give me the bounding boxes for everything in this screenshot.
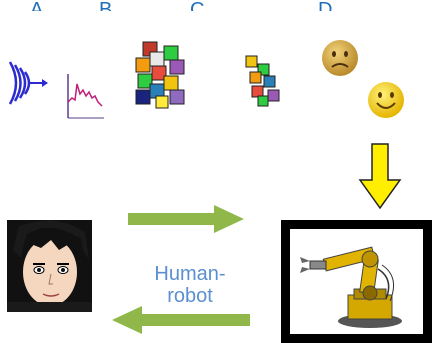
- sound-wave-icon: [6, 58, 48, 108]
- column-label-a: A: [30, 0, 44, 11]
- down-arrow: [358, 142, 402, 210]
- feature-squares-small-icon: [244, 52, 284, 108]
- sad-face-icon: [320, 38, 360, 78]
- column-label-b: B: [99, 0, 113, 11]
- column-label-c: C: [190, 0, 205, 11]
- column-label-d: D: [318, 0, 333, 11]
- arrow-right-green: [128, 205, 244, 233]
- signal-plot-icon: [64, 72, 106, 122]
- interaction-caption: Human-robot: [154, 263, 226, 303]
- feature-squares-large-icon: [130, 38, 190, 110]
- human-face-icon: [7, 220, 92, 312]
- arrow-left-green: [112, 306, 250, 334]
- robot-arm-icon: [281, 220, 432, 343]
- happy-face-icon: [366, 80, 406, 120]
